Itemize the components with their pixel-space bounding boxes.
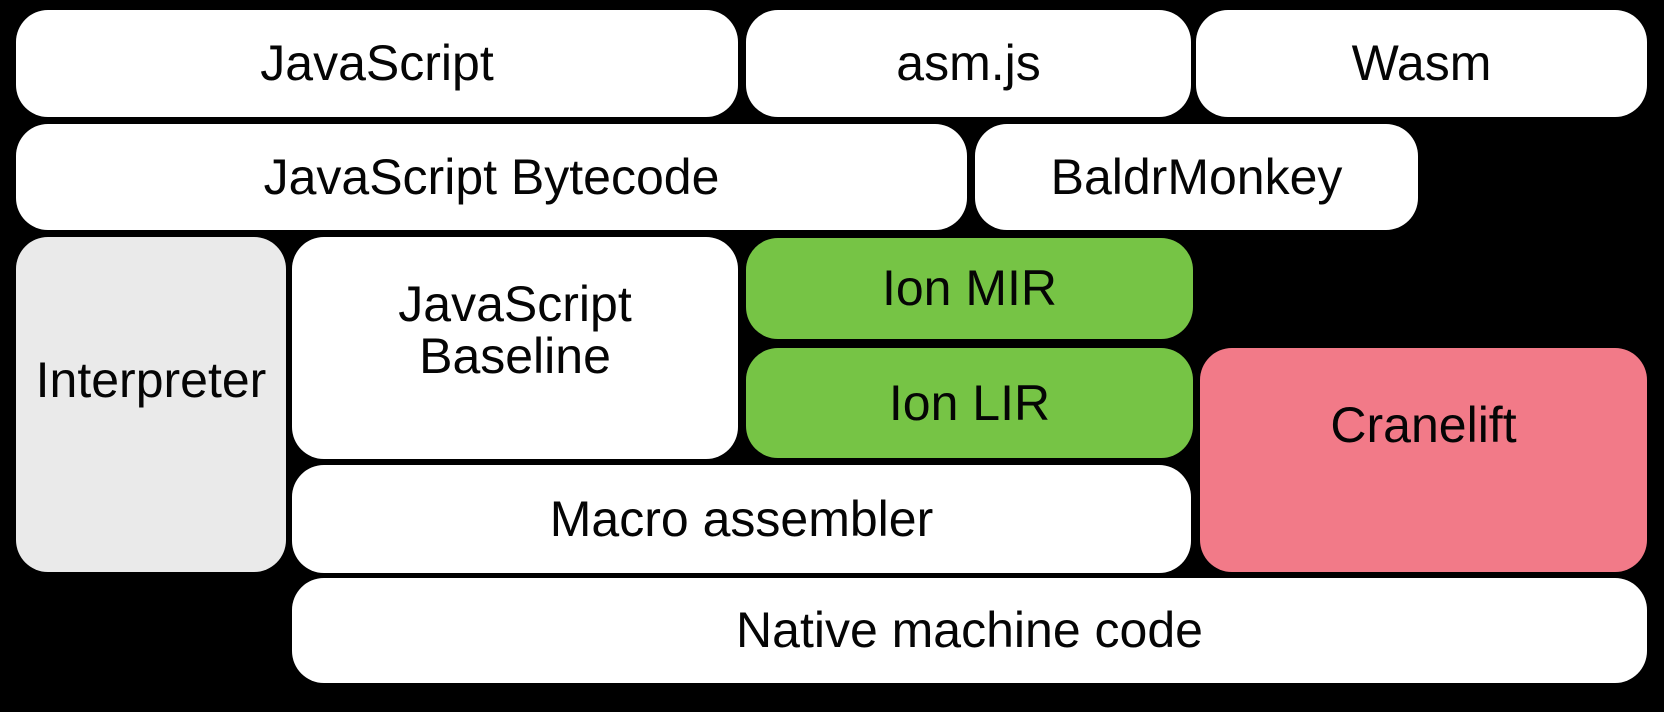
box-wasm-label: Wasm: [1351, 35, 1492, 92]
box-asmjs: asm.js: [746, 10, 1191, 117]
box-macro-assembler: Macro assembler: [292, 465, 1191, 573]
box-javascript-bytecode-label: JavaScript Bytecode: [263, 148, 720, 205]
box-javascript: JavaScript: [16, 10, 738, 117]
box-cranelift: Cranelift: [1200, 348, 1647, 572]
box-wasm: Wasm: [1196, 10, 1647, 117]
box-javascript-baseline-label: JavaScript Baseline: [398, 275, 632, 384]
box-javascript-bytecode: JavaScript Bytecode: [16, 124, 967, 230]
box-macro-assembler-label: Macro assembler: [549, 490, 934, 547]
box-cranelift-label: Cranelift: [1330, 396, 1517, 453]
box-ion-mir: Ion MIR: [746, 238, 1193, 339]
box-ion-mir-label: Ion MIR: [881, 260, 1058, 317]
box-baldrmonkey: BaldrMonkey: [975, 124, 1418, 230]
box-native-machine-code-label: Native machine code: [736, 602, 1203, 659]
box-asmjs-label: asm.js: [896, 35, 1041, 92]
box-ion-lir: Ion LIR: [746, 348, 1193, 458]
box-ion-lir-label: Ion LIR: [888, 374, 1051, 431]
box-interpreter: Interpreter: [16, 237, 286, 572]
box-native-machine-code: Native machine code: [292, 578, 1647, 683]
box-baldrmonkey-label: BaldrMonkey: [1050, 148, 1343, 205]
box-javascript-label: JavaScript: [260, 35, 494, 92]
box-javascript-baseline: JavaScript Baseline: [292, 237, 738, 459]
box-interpreter-label: Interpreter: [35, 352, 267, 409]
